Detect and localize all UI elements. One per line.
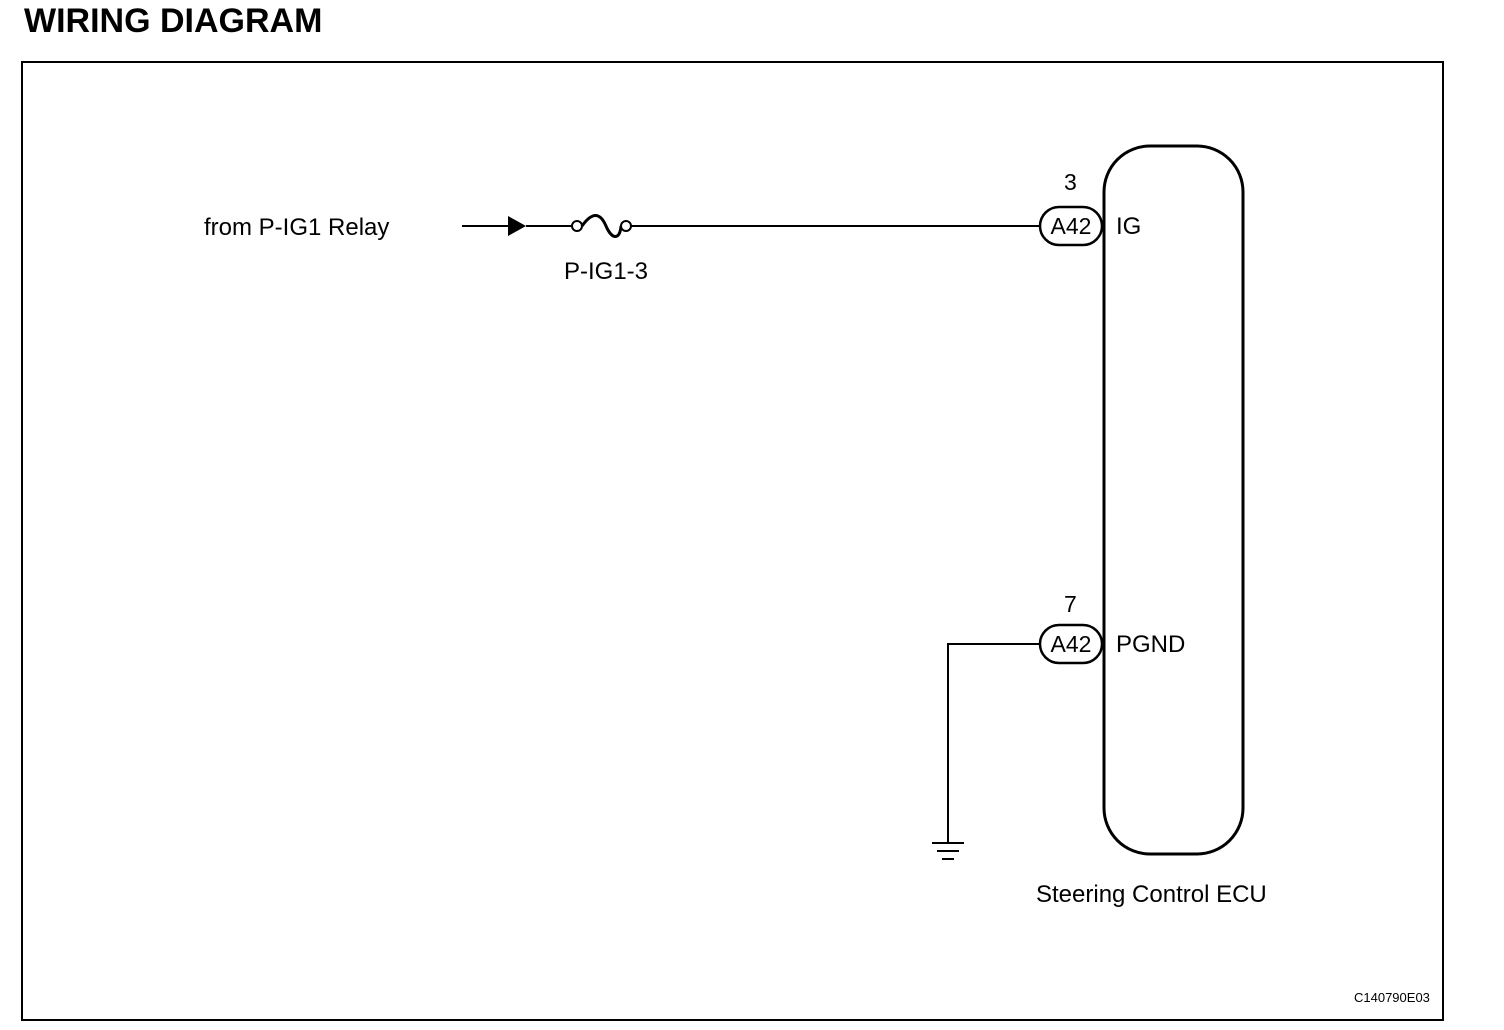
pgnd-pin-number: 7 [1064,591,1077,617]
figure-code: C140790E03 [1354,990,1430,1005]
fuse-label: P-IG1-3 [564,258,648,285]
ig-terminal-label: IG [1116,213,1141,240]
pgnd-terminal-label: PGND [1116,631,1185,658]
diagram-frame [21,61,1444,1021]
ig-connector [1038,205,1104,247]
page-title: WIRING DIAGRAM [24,2,323,40]
ground-icon [932,842,964,860]
ecu-name: Steering Control ECU [1036,881,1267,908]
ground-wire [947,643,1040,842]
ig-connector-label: A42 [1051,213,1092,239]
fuse-icon [571,214,632,238]
arrow-icon [508,216,526,236]
pgnd-connector-label: A42 [1051,631,1092,657]
source-label: from P-IG1 Relay [204,214,389,241]
ecu-body [1102,144,1245,856]
ig-pin-number: 3 [1064,169,1077,195]
